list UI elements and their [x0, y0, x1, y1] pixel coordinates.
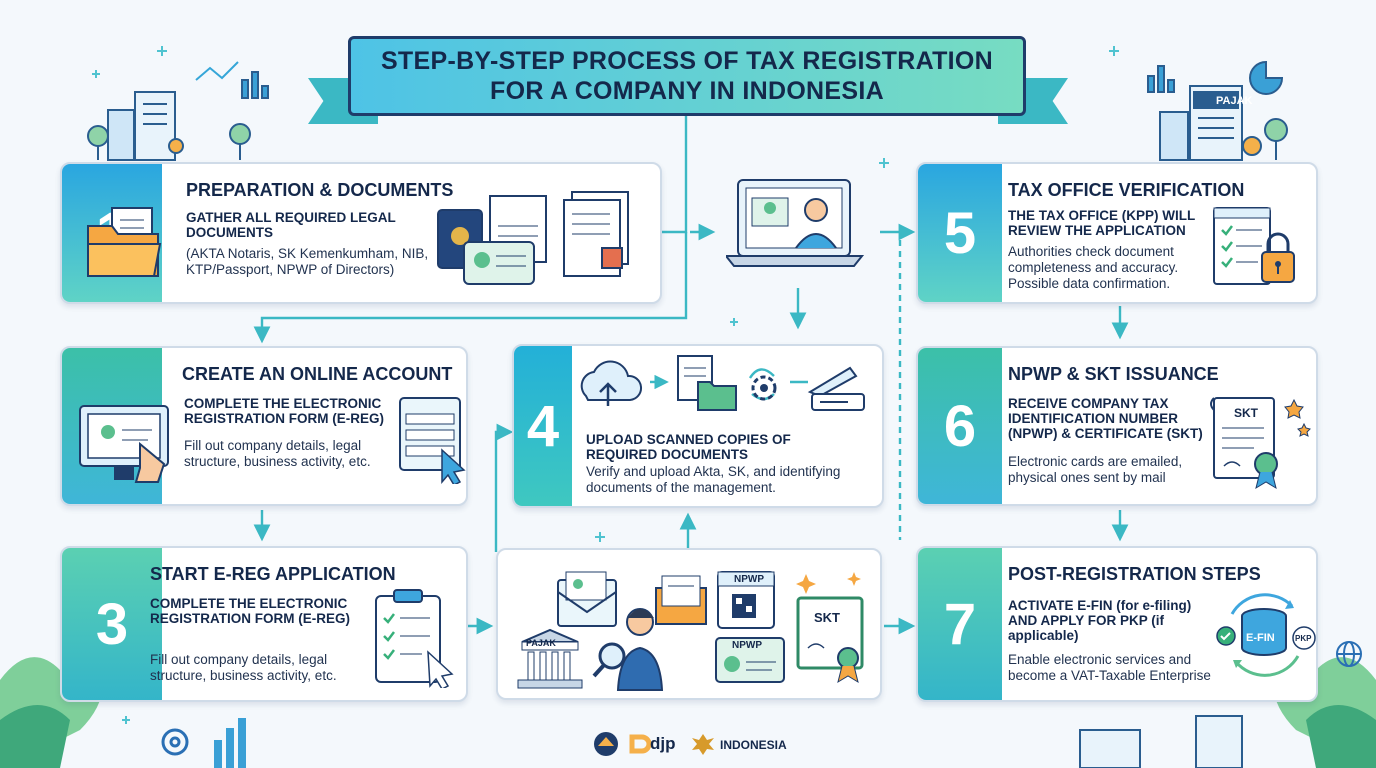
step-5-card: 5 TAX OFFICE VERIFICATION THE TAX OFFICE…	[916, 162, 1318, 304]
cloud-upload-icon	[580, 360, 642, 406]
issuance-illustration-card: PAJAK NPWP NPWP SKT	[496, 548, 882, 700]
step-4-card: 4 UPLOAD SCANNED COPIES OF REQUIRED DOCU…	[512, 344, 884, 508]
efin-label: E-FIN	[1246, 632, 1275, 644]
step-2-card: 2 CREATE AN ONLINE ACCOUNT COMPLETE THE …	[60, 346, 468, 506]
country-label: INDONESIA	[720, 738, 787, 752]
laptop-illustration-card	[716, 158, 878, 280]
tax-office-building-icon	[1147, 60, 1288, 161]
step-2-subtitle: COMPLETE THE ELECTRONIC REGISTRATION FOR…	[184, 396, 384, 426]
step-2-title: CREATE AN ONLINE ACCOUNT	[182, 364, 453, 384]
banner-title-line-1: STEP-BY-STEP PROCESS OF TAX REGISTRATION	[380, 47, 994, 75]
step-1-card: 1 PREPARATION & DOCUMENTS GATHER ALL REQ…	[60, 162, 662, 304]
laptop-user-icon	[726, 179, 865, 267]
open-envelope-icon	[655, 575, 707, 625]
computer-monitor-icon	[79, 405, 169, 483]
gear-icon	[751, 375, 777, 401]
efin-database-cycle-icon	[1216, 593, 1316, 677]
step-3-card: 3 START E-REG APPLICATION COMPLETE THE E…	[60, 546, 468, 702]
passport-and-id-card-icon	[437, 191, 629, 285]
npwp-card-label-2: NPWP	[732, 640, 762, 651]
banner-title-line-2: FOR A COMPANY IN INDONESIA	[490, 77, 884, 105]
connector-to-step4	[494, 423, 514, 552]
step-3-description: Fill out company details, legal structur…	[150, 652, 337, 683]
npwp-card-label-1: NPWP	[734, 574, 764, 585]
bar-chart-icon	[214, 718, 246, 768]
sparkle-icon	[796, 572, 861, 594]
skt-certificate-label: SKT	[814, 610, 840, 625]
step-1-description: (AKTA Notaris, SK Kemenkumham, NIB, KTP/…	[186, 246, 429, 277]
step-3-number: 3	[62, 548, 162, 700]
globe-icon	[1336, 641, 1362, 667]
checklist-clipboard-icon	[375, 589, 454, 688]
step-7-card: 7 POST-REGISTRATION STEPS ACTIVATE E-FIN…	[916, 546, 1318, 702]
step-3-title: START E-REG APPLICATION	[150, 564, 396, 584]
documents-folder-icon	[677, 355, 737, 411]
npwp-id-card-icon	[715, 637, 785, 683]
dashboard-icon	[1079, 715, 1243, 768]
city-skyline-icon	[87, 61, 269, 161]
checklist-lock-icon	[1213, 207, 1295, 285]
step-6-title: NPWP & SKT ISSUANCE	[1008, 364, 1219, 384]
step-7-subtitle: ACTIVATE E-FIN (for e-filing) AND APPLY …	[1008, 598, 1192, 643]
garuda-emblem-icon	[692, 734, 714, 755]
npwp-qr-card-icon	[717, 571, 775, 629]
step-7-title: POST-REGISTRATION STEPS	[1008, 564, 1261, 584]
connector-banner-to-step1	[660, 116, 688, 234]
pajak-building-label: PAJAK	[1216, 95, 1253, 107]
connector-step1-to-step2	[253, 232, 688, 344]
title-banner: STEP-BY-STEP PROCESS OF TAX REGISTRATION…	[348, 36, 1026, 116]
step-5-subtitle: THE TAX OFFICE (KPP) WILL REVIEW THE APP…	[1008, 208, 1195, 238]
step-6-card: 6 NPWP & SKT ISSUANCE RECEIVE COMPANY TA…	[916, 346, 1318, 506]
step-5-description: Authorities check document completeness …	[1008, 244, 1179, 291]
ministry-emblem-icon	[594, 732, 618, 756]
folder-icon	[87, 207, 162, 277]
step-4-number: 4	[514, 346, 572, 506]
skt-certificate-icon	[1210, 397, 1311, 490]
gear-icon	[161, 728, 189, 756]
step-3-subtitle: COMPLETE THE ELECTRONIC REGISTRATION FOR…	[150, 596, 350, 626]
email-icon	[557, 571, 617, 627]
scanner-icon	[807, 366, 865, 411]
skt-certificate-label: SKT	[1234, 406, 1258, 420]
djp-logo-icon	[629, 734, 652, 754]
step-2-description: Fill out company details, legal structur…	[184, 438, 371, 469]
step-6-number: 6	[918, 348, 1002, 504]
pkp-label: PKP	[1295, 634, 1312, 643]
officer-with-magnifier-icon	[592, 608, 664, 691]
step-1-subtitle: GATHER ALL REQUIRED LEGAL DOCUMENTS	[186, 210, 396, 240]
form-cursor-icon	[399, 397, 466, 484]
step-6-description: Electronic cards are emailed, physical o…	[1008, 454, 1183, 485]
step-6-subtitle: RECEIVE COMPANY TAX IDENTIFICATION NUMBE…	[1008, 396, 1203, 441]
tax-office-icon	[517, 628, 583, 689]
step-4-subtitle: UPLOAD SCANNED COPIES OF REQUIRED DOCUME…	[586, 432, 791, 462]
step-1-title: PREPARATION & DOCUMENTS	[186, 180, 454, 200]
step-5-title: TAX OFFICE VERIFICATION	[1008, 180, 1245, 200]
skt-certificate-icon	[796, 596, 864, 684]
step-4-description: Verify and upload Akta, SK, and identify…	[586, 464, 841, 495]
step-7-number: 7	[918, 548, 1002, 700]
step-5-number: 5	[918, 164, 1002, 302]
step-7-description: Enable electronic services and become a …	[1008, 652, 1211, 683]
upload-workflow-icons	[580, 355, 865, 411]
pajak-building-label: PAJAK	[526, 638, 556, 648]
tax-office-illustration	[517, 571, 864, 691]
djp-logo-text: djp	[650, 734, 676, 753]
